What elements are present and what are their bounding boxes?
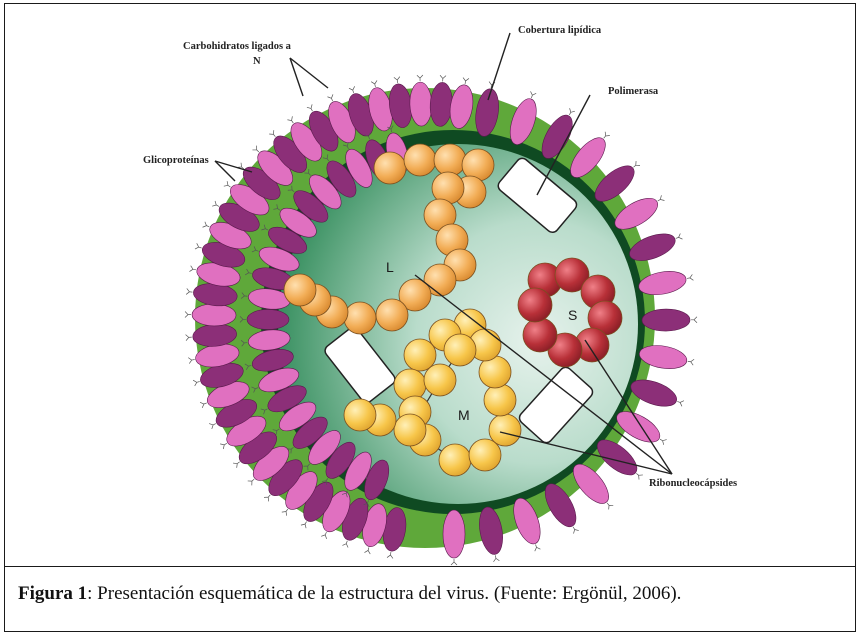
nucleocapsid-bead (518, 288, 552, 322)
carbohydrate-twig (193, 379, 200, 386)
virus-diagram: Carbohidratos ligados a N Cobertura lipí… (0, 0, 862, 566)
carbohydrate-twig (417, 75, 423, 81)
caption-text: : Presentación esquemática de la estruct… (87, 583, 681, 604)
nucleocapsid-bead (489, 414, 521, 446)
carbohydrate-twig (462, 78, 469, 85)
carbohydrate-twig (203, 222, 211, 230)
nucleocapsid-bead (424, 364, 456, 396)
carbohydrate-twig (342, 540, 350, 548)
ribonucleocapsids-label: Ribonucleocápsides (649, 478, 737, 489)
glycoprotein-spike (443, 510, 465, 558)
carbohydrate-twig (394, 77, 401, 84)
carbohydrate-twig (371, 80, 378, 87)
nucleocapsid-bead (439, 444, 471, 476)
glycoprotein-spike (247, 309, 289, 329)
nucleocapsid-bead (484, 384, 516, 416)
nucleocapsid-bead (523, 318, 557, 352)
carbohydrate-twig (387, 552, 394, 559)
nucleocapsid-bead (344, 302, 376, 334)
carbohydrates-label-line2: N (253, 56, 261, 67)
nucleocapsid-bead (394, 414, 426, 446)
nucleocapsid-bead (374, 152, 406, 184)
carbohydrate-twig (327, 94, 335, 102)
carbohydrate-twig (186, 334, 192, 340)
glycoproteins-label: Glicoproteínas (143, 155, 209, 166)
segment-m-label: M (458, 407, 470, 423)
segment-s-label: S (568, 307, 577, 323)
carbohydrate-twig (209, 421, 217, 429)
nucleocapsid-bead (404, 144, 436, 176)
lipid-envelope-label: Cobertura lipídica (518, 25, 602, 36)
carbohydrate-twig (349, 86, 357, 94)
nucleocapsid-bead (434, 144, 466, 176)
carbohydrate-twig (186, 288, 193, 295)
carbohydrate-twig (200, 400, 208, 408)
carbohydrate-twig (451, 559, 457, 565)
carbohydrate-twig (189, 266, 196, 273)
carbohydrate-twig (185, 312, 191, 318)
segment-l-label: L (386, 259, 394, 275)
carbohydrate-twig (675, 234, 683, 242)
carbohydrate-twig (533, 544, 541, 552)
carbohydrate-twig (686, 274, 693, 281)
carbohydrate-twig (321, 531, 329, 539)
carbohydrate-twig (687, 358, 694, 365)
nucleocapsid-bead (376, 299, 408, 331)
carbohydrate-twig (195, 243, 203, 251)
figure-caption: Figura 1: Presentación esquemática de la… (18, 583, 681, 605)
caption-figure-number: Figura 1 (18, 583, 87, 604)
glycoprotein-spike (192, 304, 236, 327)
nucleocapsid-bead (444, 334, 476, 366)
polymerase-label: Polimerasa (608, 86, 659, 97)
carbohydrate-twig (440, 75, 446, 81)
nucleocapsid-bead (284, 274, 316, 306)
carbohydrate-twig (676, 399, 684, 407)
nucleocapsid-bead (344, 399, 376, 431)
carbohydrate-twig (492, 555, 499, 562)
carbohydrate-twig (529, 91, 537, 99)
carbohydrates-label: Carbohidratos ligados a (183, 41, 292, 52)
carbohydrate-twig (188, 357, 195, 364)
glycoprotein-spike (642, 309, 690, 331)
carbohydrate-twig (691, 317, 697, 323)
nucleocapsid-bead (394, 369, 426, 401)
carbohydrate-twig (364, 547, 371, 554)
caption-divider (4, 566, 856, 567)
